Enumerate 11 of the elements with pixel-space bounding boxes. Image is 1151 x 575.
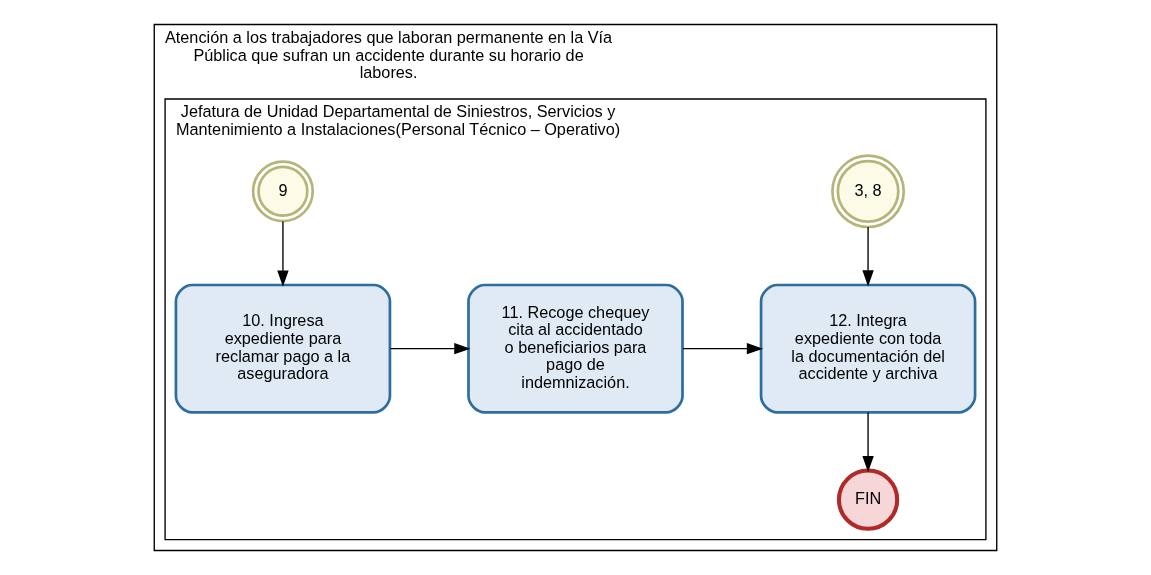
node-circle: 9 xyxy=(251,160,315,223)
node-circle: FIN xyxy=(836,468,900,531)
arrow xyxy=(389,342,471,355)
arrow xyxy=(862,411,874,473)
node-box: 11. Recoge chequey cita al accidentado o beneficiarios para pago de indemnización. xyxy=(467,283,684,414)
node-box: 10. Ingresa expediente para reclamar pago a la aseguradora xyxy=(174,283,392,414)
node-circle: 3, 8 xyxy=(831,154,906,229)
node-box: 12. Integra expediente con toda la documentación del accidente y archiva xyxy=(759,283,977,414)
arrow xyxy=(277,220,289,287)
arrow xyxy=(862,226,874,287)
arrow xyxy=(682,342,764,355)
